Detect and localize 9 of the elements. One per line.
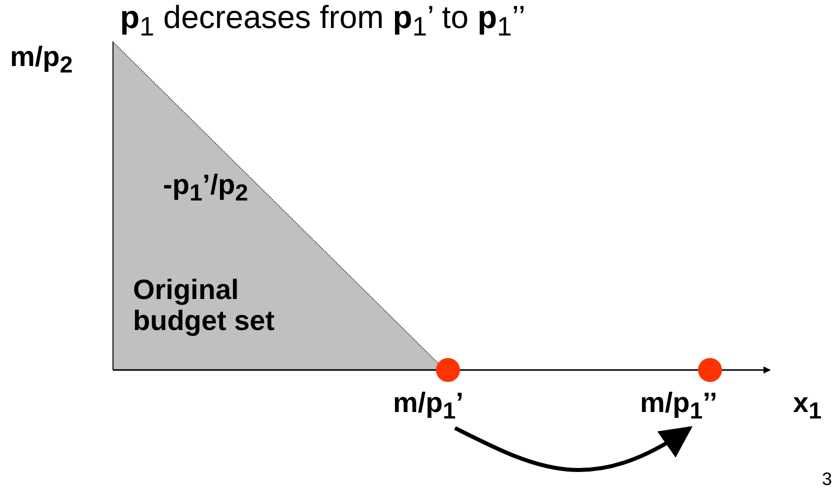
intercept-label: m/p$_{1}$’’ — [640, 388, 750, 424]
axis-label: m/p$_{2}$ — [10, 42, 73, 78]
axis-label: x$_{1}$ — [793, 388, 822, 424]
region-label: Original budget set — [133, 275, 276, 337]
curved-arrow — [454, 426, 693, 472]
slide-title: p$_{1}$ decreases from p$_{1}$’ to p$_{1}$’’ — [120, 0, 526, 42]
intercept-label: m/p$_{1}$’ — [393, 388, 513, 424]
page-number: 3 — [822, 470, 832, 490]
slope-label: -p$_{1}$’/p$_{2}$ — [163, 170, 248, 206]
